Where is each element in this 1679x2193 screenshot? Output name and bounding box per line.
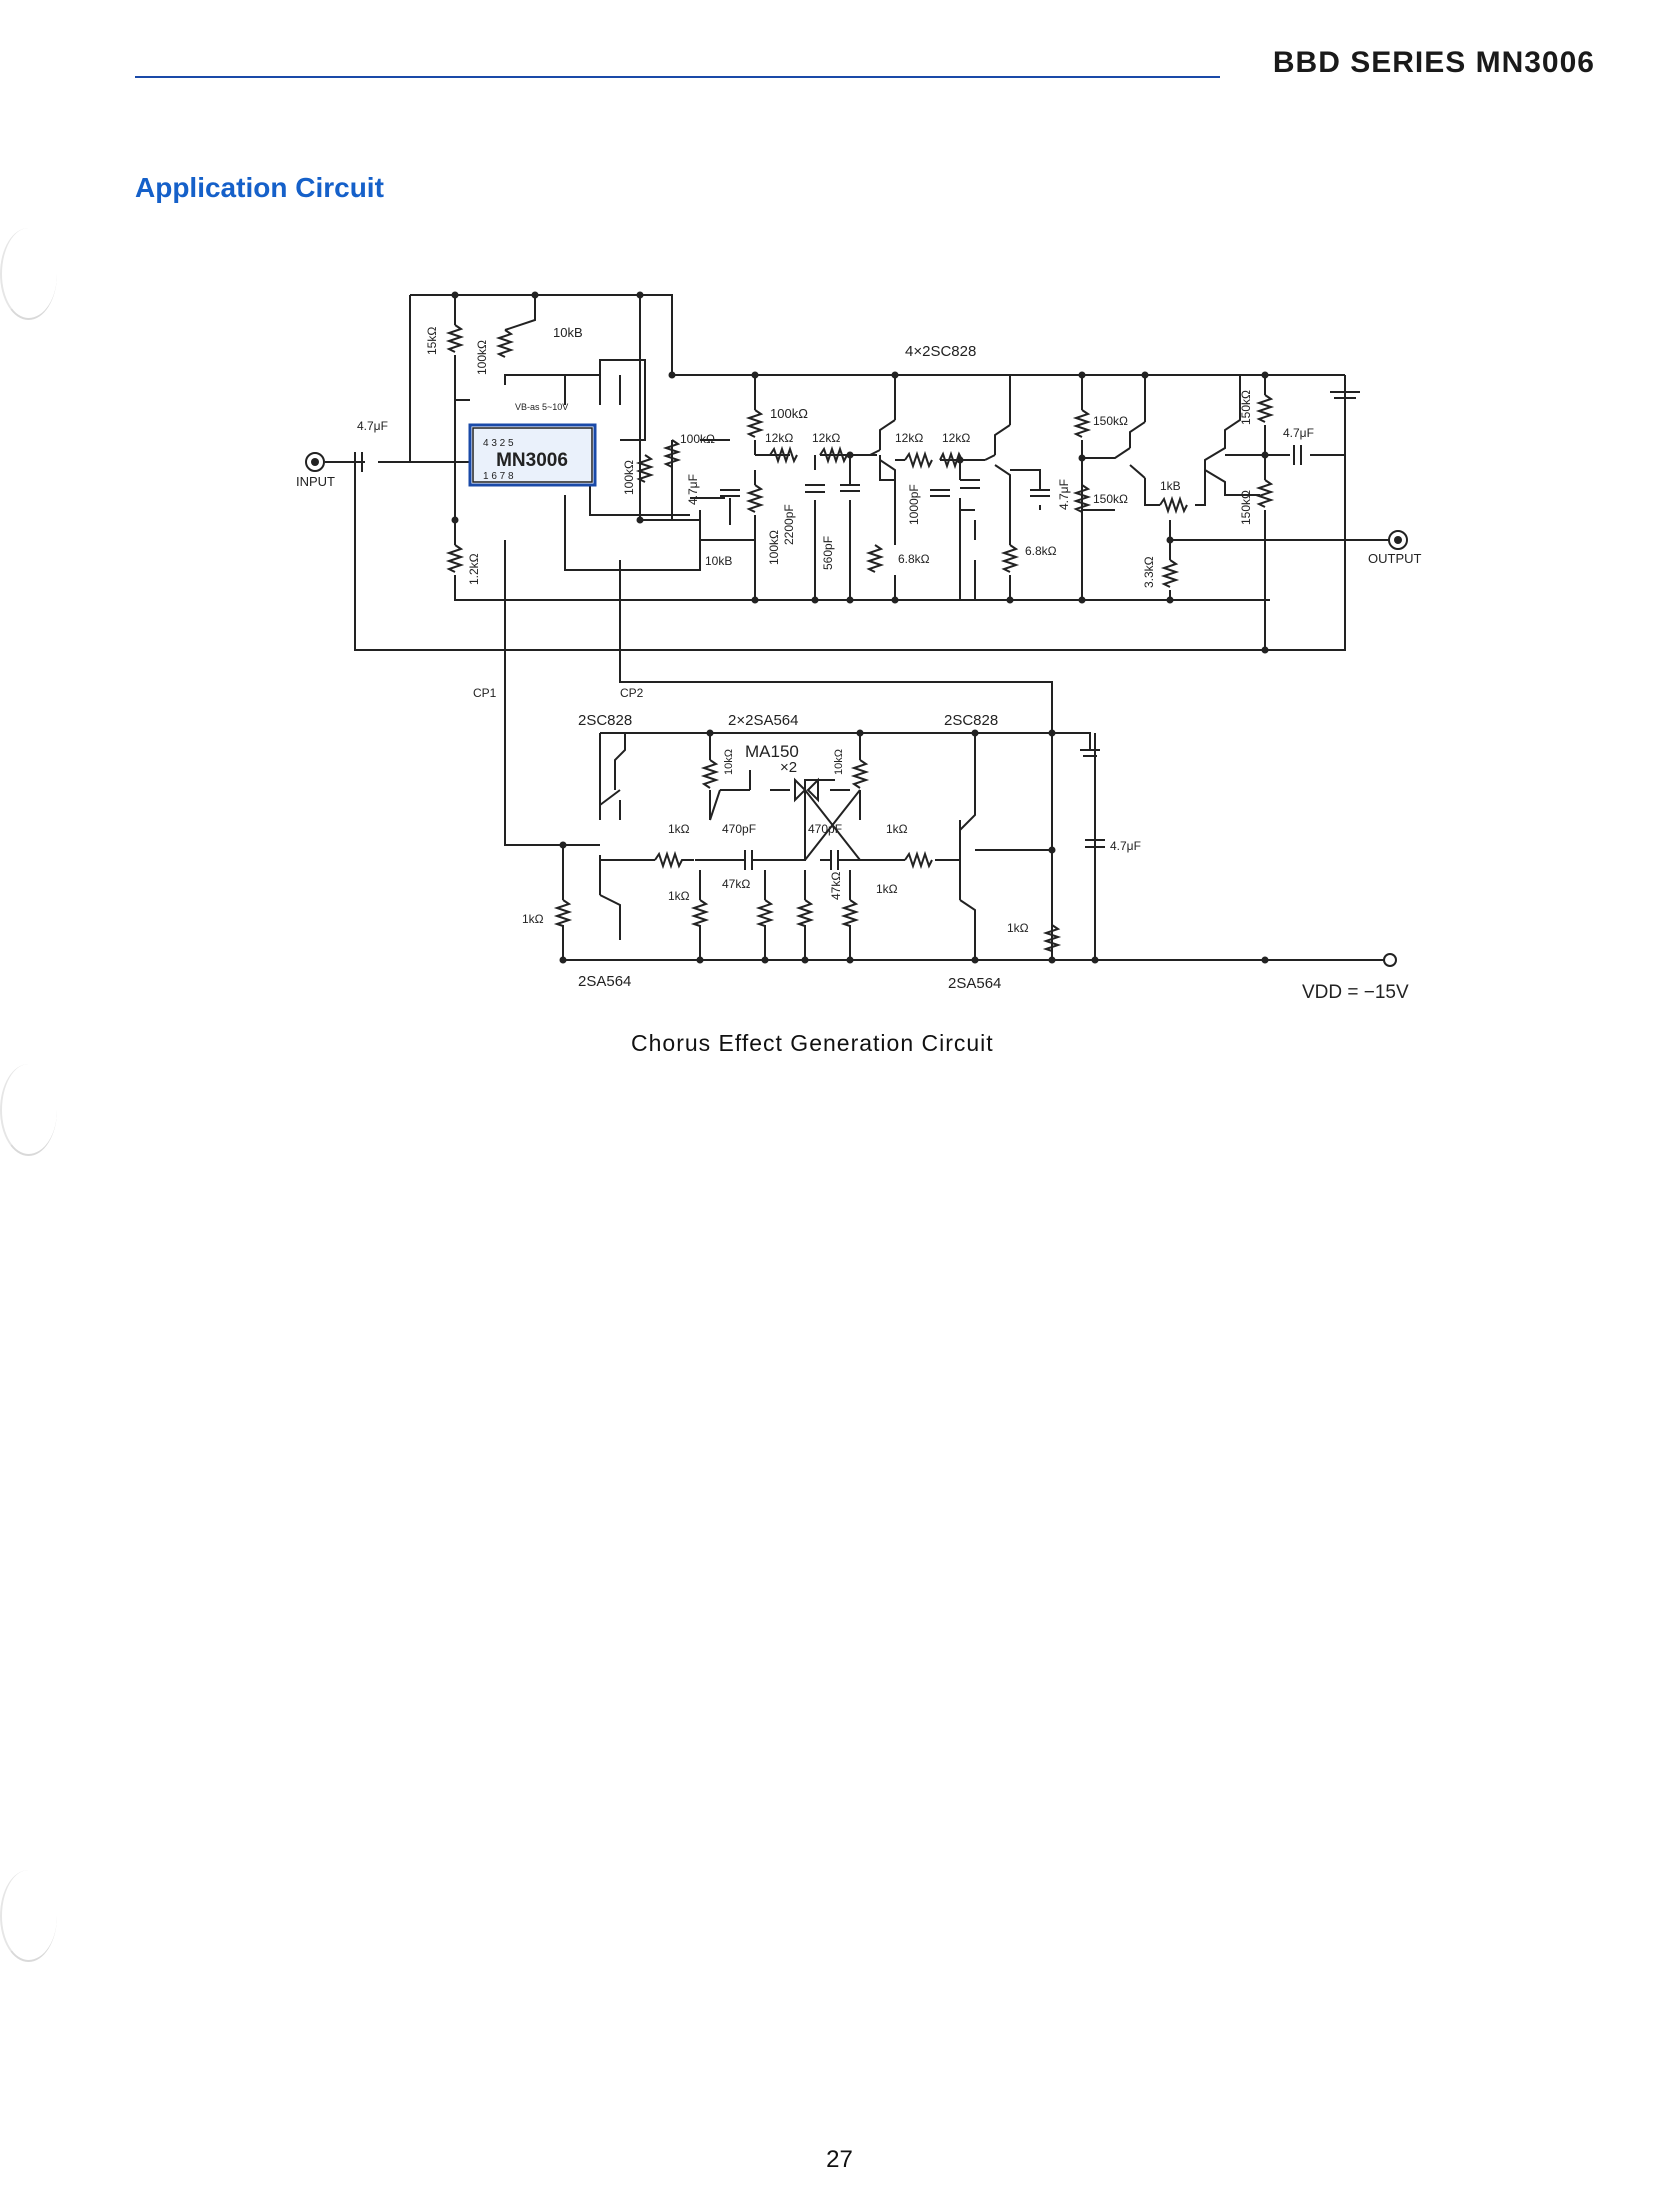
- c470-1-label: 470pF: [722, 822, 756, 836]
- r47k-2-label: 47kΩ: [829, 872, 843, 900]
- r12k-4-label: 12kΩ: [942, 431, 970, 445]
- r1k-6-label: 1kΩ: [1007, 921, 1029, 935]
- r1k-2-label: 1kΩ: [886, 822, 908, 836]
- pot10kb-mid-label: 10kB: [705, 554, 732, 568]
- r1-2k-label: 1.2kΩ: [467, 553, 481, 585]
- cap47-a-label: 4.7μF: [686, 474, 700, 505]
- junction-dots: [451, 291, 1269, 654]
- q-right-bot-label: 2SA564: [948, 975, 1001, 992]
- r1k-1-label: 1kΩ: [668, 822, 690, 836]
- resistor-symbols: [445, 324, 1275, 588]
- binder-hole-mark: [0, 228, 57, 320]
- r100k-e-label: 100kΩ: [767, 530, 781, 565]
- binder-hole-mark: [0, 1870, 57, 1962]
- r12k-2-label: 12kΩ: [812, 431, 840, 445]
- c1000-label: 1000pF: [907, 484, 921, 525]
- figure-caption: Chorus Effect Generation Circuit: [631, 1030, 994, 1056]
- r150k-1-label: 150kΩ: [1093, 414, 1128, 428]
- series-title: BBD SERIES MN3006: [1272, 46, 1595, 79]
- r150k-4-label: 150kΩ: [1239, 490, 1253, 525]
- cap-in-label: 4.7μF: [357, 419, 388, 433]
- vdd-terminal[interactable]: [1383, 953, 1397, 967]
- c470-2-label: 470pF: [808, 822, 842, 836]
- r6-8k-2-label: 6.8kΩ: [1025, 544, 1057, 558]
- chorus-schematic: MN3006 4 3 2 5 1 6 7 8: [296, 291, 1422, 1003]
- q-mid-label: 2×2SA564: [728, 712, 798, 729]
- q-left-bot-label: 2SA564: [578, 973, 631, 990]
- cp2-label: CP2: [620, 686, 644, 700]
- r15k-label: 15kΩ: [425, 327, 439, 355]
- r100k-a-label: 100kΩ: [475, 340, 489, 375]
- input-jack[interactable]: [305, 452, 325, 472]
- binder-hole-mark: [0, 1064, 57, 1156]
- r150k-2-label: 150kΩ: [1093, 492, 1128, 506]
- vdd-label: VDD = −15V: [1302, 982, 1409, 1003]
- top-circuit-wiring: [325, 294, 1390, 950]
- r150k-3-label: 150kΩ: [1239, 390, 1253, 425]
- c560-label: 560pF: [821, 536, 835, 570]
- diode-label: MA150: [745, 742, 799, 761]
- r1k-3-label: 1kΩ: [668, 889, 690, 903]
- r100k-c-label: 100kΩ: [680, 432, 715, 446]
- r100k-b-label: 100kΩ: [622, 460, 636, 495]
- input-label: INPUT: [296, 474, 335, 489]
- capacitor-symbols: [720, 479, 1050, 497]
- r12k-3-label: 12kΩ: [895, 431, 923, 445]
- c2200-label: 2200pF: [782, 504, 796, 545]
- r12k-1-label: 12kΩ: [765, 431, 793, 445]
- oscillator-wiring: [562, 732, 1385, 961]
- output-label: OUTPUT: [1368, 551, 1422, 566]
- r47k-1-label: 47kΩ: [722, 877, 750, 891]
- pot1kb-label: 1kB: [1160, 479, 1181, 493]
- r10k-1-label: 10kΩ: [723, 749, 735, 775]
- header-rule: [135, 76, 1220, 78]
- diode-count-label: ×2: [780, 759, 797, 776]
- section-title: Application Circuit: [135, 172, 384, 203]
- chip-pins-bottom: 1 6 7 8: [483, 471, 514, 482]
- page-number: 27: [826, 2146, 853, 2173]
- cap47-b-label: 4.7μF: [1057, 479, 1071, 510]
- q-left-top-label: 2SC828: [578, 712, 632, 729]
- output-jack[interactable]: [1388, 530, 1408, 550]
- r1k-4-label: 1kΩ: [876, 882, 898, 896]
- pot10kb-top-label: 10kB: [553, 325, 583, 340]
- r10k-2-label: 10kΩ: [833, 749, 845, 775]
- chip-name: MN3006: [496, 450, 568, 471]
- chip-vbias-label: VB-as 5~10V: [515, 402, 568, 412]
- oscillator-dots: [559, 729, 1269, 964]
- oscillator-resistors: [553, 759, 1062, 952]
- r1k-5-label: 1kΩ: [522, 912, 544, 926]
- r100k-d-label: 100kΩ: [770, 406, 808, 421]
- r6-8k-1-label: 6.8kΩ: [898, 552, 930, 566]
- transistors-top-label: 4×2SC828: [905, 343, 976, 360]
- chip-pins-top: 4 3 2 5: [483, 438, 514, 449]
- mn3006-chip: MN3006 4 3 2 5 1 6 7 8: [468, 423, 597, 487]
- cap47-osc-label: 4.7μF: [1110, 839, 1141, 853]
- q-right-top-label: 2SC828: [944, 712, 998, 729]
- component-labels: INPUT OUTPUT 4.7μF 15kΩ 100kΩ 10kB VB-as…: [296, 325, 1422, 1003]
- cp1-label: CP1: [473, 686, 497, 700]
- r3-3k-label: 3.3kΩ: [1142, 556, 1156, 588]
- cap47-out-label: 4.7μF: [1283, 426, 1314, 440]
